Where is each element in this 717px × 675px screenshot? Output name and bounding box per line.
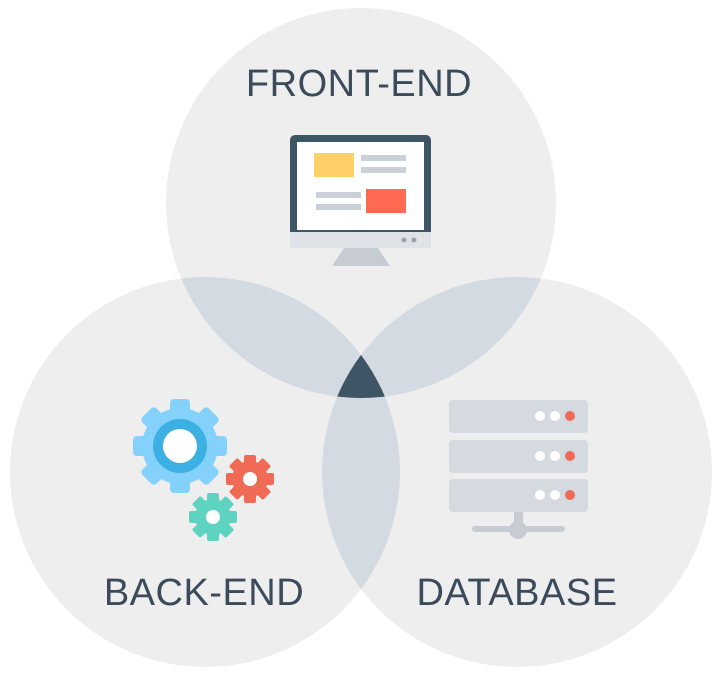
gears-icon <box>133 399 274 541</box>
overlap-front-back <box>166 277 400 398</box>
server-icon <box>449 400 588 539</box>
front-end-label: FRONT-END <box>246 63 472 105</box>
database-label: DATABASE <box>416 572 617 614</box>
overlap-front-database <box>322 277 556 398</box>
monitor-icon <box>290 135 431 266</box>
back-end-label: BACK-END <box>104 572 304 614</box>
